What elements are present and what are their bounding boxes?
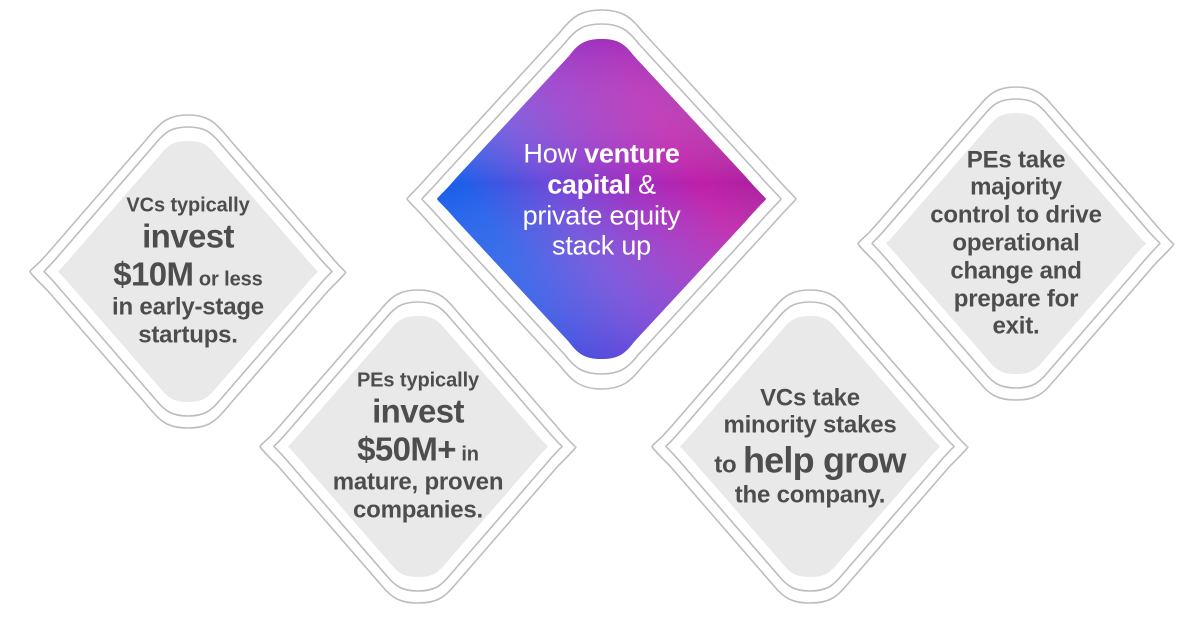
ring-inner-outline: [273, 301, 563, 592]
center-title-diamond[interactable]: How venture capital & private equity sta…: [405, 8, 798, 392]
ring-outer-outline: [406, 9, 797, 390]
ring-outer-outline: [651, 289, 969, 604]
ring-outer-outline: [259, 289, 577, 604]
ring-inner-outline: [665, 301, 955, 592]
ring-outer-outline: [29, 114, 347, 429]
ring-inner-outline: [421, 23, 782, 375]
ring-outer-outline: [857, 86, 1175, 401]
fact-diamond-pe-majority[interactable]: PEs take majority control to drive opera…: [856, 85, 1176, 402]
diamond-fill: [680, 316, 940, 577]
fact-diamond-vc-invest[interactable]: VCs typically invest $10M or less in ear…: [28, 113, 348, 430]
ring-inner-outline: [871, 98, 1161, 389]
diamond-fill: [288, 316, 548, 577]
diamond-fill: [58, 141, 318, 402]
ring-inner-outline: [43, 126, 333, 417]
diamond-fill-overlay: [437, 39, 766, 359]
diamond-fill: [886, 113, 1146, 374]
